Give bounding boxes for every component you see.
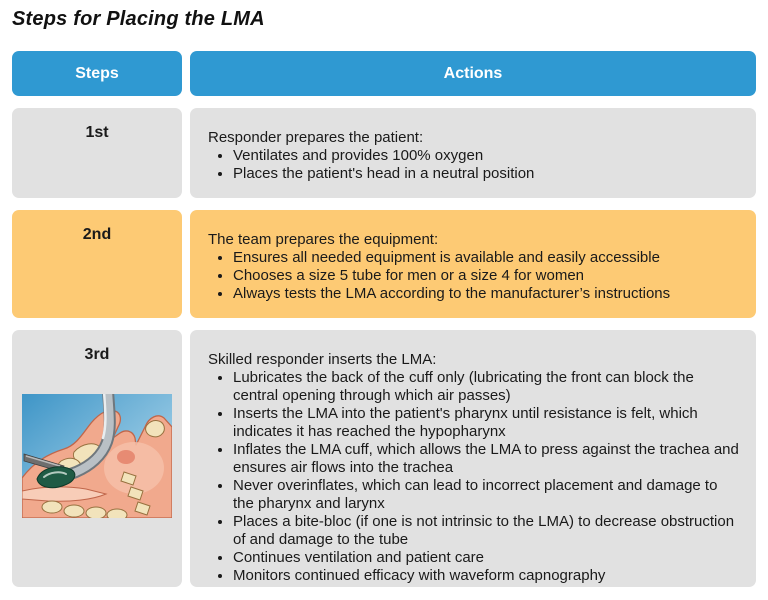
page-title: Steps for Placing the LMA xyxy=(12,8,265,30)
action-intro: Skilled responder inserts the LMA: xyxy=(208,351,437,368)
column-header-actions: Actions xyxy=(190,51,756,96)
step-label: 3rd xyxy=(84,346,110,363)
step-cell: 1st xyxy=(12,108,182,198)
action-bullet: Always tests the LMA according to the ma… xyxy=(233,285,740,303)
action-bullet-list: Ensures all needed equipment is availabl… xyxy=(208,249,740,303)
action-bullet: Never overinflates, which can lead to in… xyxy=(233,477,740,513)
step-label: 1st xyxy=(85,124,109,141)
step-label: 2nd xyxy=(82,226,112,243)
action-bullet-list: Lubricates the back of the cuff only (lu… xyxy=(208,369,740,585)
action-bullet: Monitors continued efficacy with wavefor… xyxy=(233,567,740,585)
action-bullet: Ensures all needed equipment is availabl… xyxy=(233,249,740,267)
action-intro: Responder prepares the patient: xyxy=(208,129,424,146)
action-intro: The team prepares the equipment: xyxy=(208,231,439,248)
action-bullet: Ventilates and provides 100% oxygen xyxy=(233,147,740,165)
actions-cell: Skilled responder inserts the LMA:Lubric… xyxy=(190,330,756,587)
action-bullet: Continues ventilation and patient care xyxy=(233,549,740,567)
actions-cell: Responder prepares the patient:Ventilate… xyxy=(190,108,756,198)
column-header-steps: Steps xyxy=(12,51,182,96)
action-bullet: Places the patient's head in a neutral p… xyxy=(233,165,740,183)
action-bullet-list: Ventilates and provides 100% oxygenPlace… xyxy=(208,147,740,183)
action-bullet: Inflates the LMA cuff, which allows the … xyxy=(233,441,740,477)
action-bullet: Places a bite-bloc (if one is not intrin… xyxy=(233,513,740,549)
actions-cell: The team prepares the equipment:Ensures … xyxy=(190,210,756,318)
action-bullet: Chooses a size 5 tube for men or a size … xyxy=(233,267,740,285)
step-cell: 3rd xyxy=(12,330,182,587)
action-bullet: Lubricates the back of the cuff only (lu… xyxy=(233,369,740,405)
step-cell: 2nd xyxy=(12,210,182,318)
steps-table: Steps Actions 1st Responder prepares the … xyxy=(12,51,756,587)
lma-insertion-illustration xyxy=(22,394,172,518)
action-bullet: Inserts the LMA into the patient's phary… xyxy=(233,405,740,441)
